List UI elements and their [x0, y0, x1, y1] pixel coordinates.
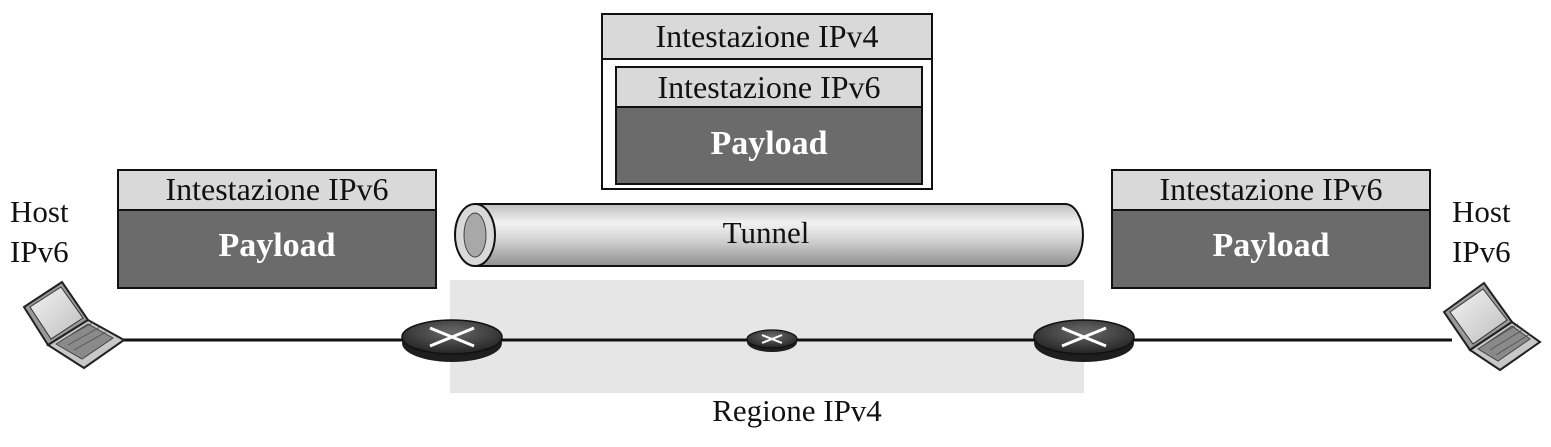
left-host-label-line2: IPv6: [10, 234, 69, 269]
right-packet-header: [1111, 169, 1431, 211]
tunnel-ipv4-packet: Intestazione IPv4 Intestazione IPv6 Payl…: [601, 13, 933, 190]
left-ipv6-packet: Intestazione IPv6 Payload: [117, 169, 437, 289]
left-host-label-line1: Host: [10, 194, 69, 229]
left-packet-payload: [117, 209, 437, 289]
tunnel-outer-header-label: Intestazione IPv4: [655, 18, 878, 54]
tunnel-inner-header-label: Intestazione IPv6: [657, 69, 880, 105]
right-packet-payload: [1111, 209, 1431, 289]
right-host-label-line2: IPv6: [1452, 234, 1511, 269]
ipv4-region-label: Regione IPv4: [712, 393, 882, 428]
right-laptop-icon: [1442, 281, 1542, 372]
router-right-icon: [1033, 319, 1135, 362]
right-host-label-line1: Host: [1452, 194, 1511, 229]
left-packet-header: [117, 169, 437, 211]
left-packet-header-label: Intestazione IPv6: [165, 171, 388, 207]
left-laptop-icon: [22, 280, 126, 370]
tunnel-label: Tunnel: [723, 215, 810, 250]
tunnel-inner-header: [615, 66, 923, 108]
left-packet-payload-label: Payload: [218, 227, 335, 264]
right-ipv6-packet: Intestazione IPv6 Payload: [1111, 169, 1431, 289]
tunnel-outer-header: [601, 13, 933, 60]
right-packet-payload-label: Payload: [1212, 227, 1329, 264]
tunnel-payload: [615, 106, 923, 185]
tunnel-tube: [454, 203, 1084, 267]
router-middle-icon: [746, 329, 798, 352]
router-left-icon: [401, 319, 503, 362]
right-packet-header-label: Intestazione IPv6: [1159, 171, 1382, 207]
tunnel-payload-label: Payload: [710, 125, 827, 162]
